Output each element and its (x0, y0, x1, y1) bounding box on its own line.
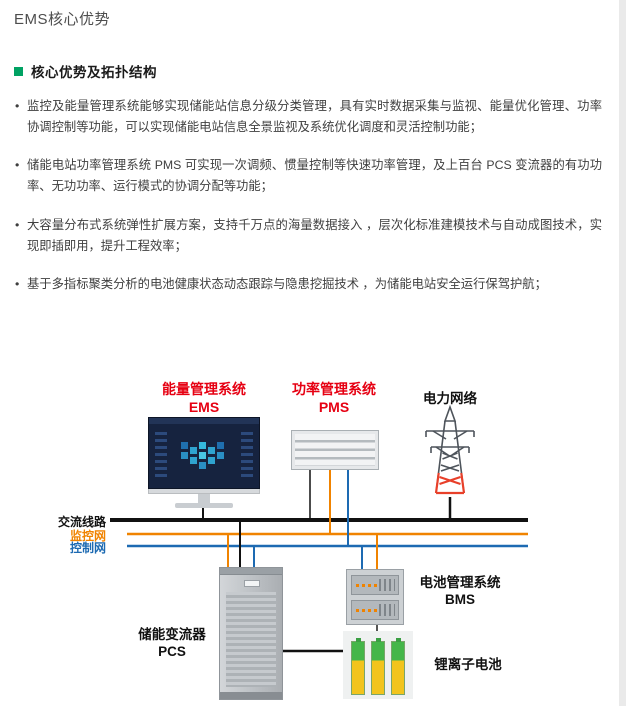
pcs-display-panel (244, 580, 260, 587)
dashboard-right-panel (241, 432, 253, 478)
ems-dashboard-screen (148, 417, 260, 489)
dashboard-left-panel (155, 432, 167, 478)
bms-vent-slots (379, 579, 395, 591)
monitor-stand-base (175, 503, 233, 508)
list-item: 基于多指标聚类分析的电池健康状态动态跟踪与隐患挖掘技术 ，为储能电站安全运行保驾… (14, 274, 602, 295)
advantage-list: 监控及能量管理系统能够实现储能站信息分级分类管理，具有实时数据采集与监视、能量优… (14, 96, 602, 312)
battery-cell (351, 638, 365, 695)
control-bus-label: 控制网 (69, 541, 106, 555)
ems-monitor (148, 417, 260, 508)
battery-label-name: 锂离子电池 (434, 657, 502, 672)
list-item: 监控及能量管理系统能够实现储能站信息分级分类管理，具有实时数据采集与监视、能量优… (14, 96, 602, 138)
pcs-label: 储能变流器 PCS (128, 627, 216, 661)
pms-label-abbr: PMS (318, 398, 350, 415)
pms-label-name: 功率管理系统 (292, 381, 376, 397)
green-square-icon (14, 66, 23, 76)
bms-led-indicators (356, 609, 359, 612)
bms-vent-slots (379, 604, 395, 616)
monitor-chin (148, 489, 260, 494)
battery-cell (371, 638, 385, 695)
monitor-stand-neck (198, 494, 210, 503)
topology-diagram: 能量管理系统 EMS 功率管理系统 PMS 电力网络 交流线路 监控网 控制网 … (0, 375, 619, 706)
list-item: 储能电站功率管理系统 PMS 可实现一次调频、惯量控制等快速功率管理，及上百台 … (14, 155, 602, 197)
grid-label-name: 电力网络 (423, 391, 477, 406)
page-title: EMS核心优势 (14, 11, 111, 28)
bms-module (351, 575, 399, 595)
monitoring-bus-label: 监控网 (69, 529, 106, 543)
ems-label-abbr: EMS (188, 398, 220, 415)
bms-module (351, 600, 399, 620)
battery-label: 锂离子电池 (420, 657, 516, 674)
list-item: 大容量分布式系统弹性扩展方案，支持千万点的海量数据接入 ，层次化标准建模技术与自… (14, 215, 602, 257)
dashboard-header-bar (149, 418, 259, 424)
bms-label-name: 电池管理系统 (419, 575, 501, 590)
battery-cells (351, 637, 407, 695)
dashboard-node-cluster (199, 442, 206, 449)
pms-label: 功率管理系统 PMS (276, 381, 392, 416)
section-heading: 核心优势及拓扑结构 (14, 61, 157, 81)
pms-rack-units (295, 434, 375, 466)
bms-led-indicators (356, 584, 359, 587)
topology-wires (110, 470, 528, 653)
pcs-cabinet-top (220, 568, 282, 575)
bms-device (346, 569, 404, 625)
battery-cell (391, 638, 405, 695)
pcs-cabinet (219, 567, 283, 700)
pms-rack (291, 430, 379, 470)
ac-bus-label: 交流线路 (57, 515, 106, 529)
transmission-tower-icon (425, 404, 475, 495)
pcs-label-name: 储能变流器 (138, 627, 206, 642)
ems-label: 能量管理系统 EMS (146, 381, 262, 416)
pcs-vents (226, 592, 276, 687)
ems-label-name: 能量管理系统 (162, 381, 246, 397)
pcs-cabinet-base (220, 692, 282, 699)
section-heading-text: 核心优势及拓扑结构 (31, 65, 157, 80)
bms-label-abbr: BMS (445, 591, 475, 607)
grid-label: 电力网络 (402, 391, 498, 408)
bms-label: 电池管理系统 BMS (408, 575, 512, 609)
pcs-label-abbr: PCS (158, 643, 186, 659)
